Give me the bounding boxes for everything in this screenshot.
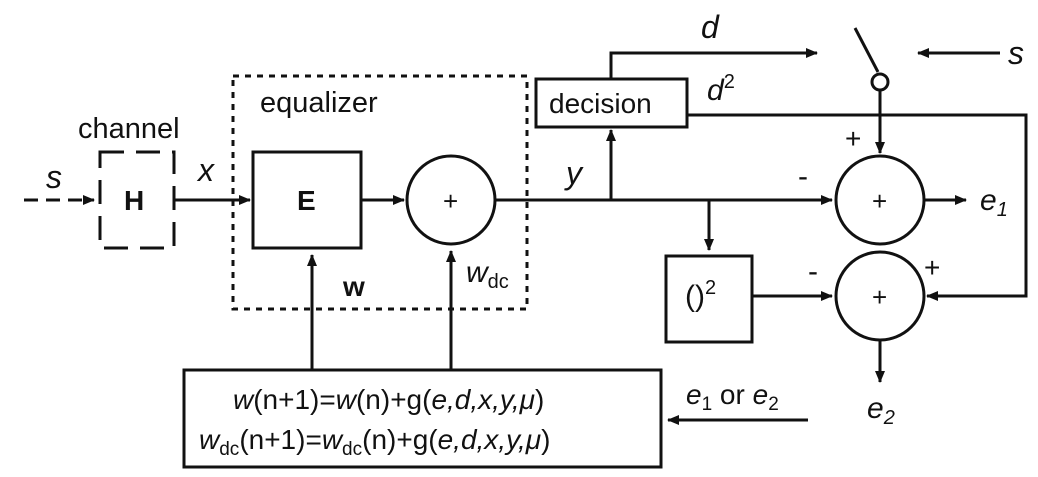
s-input-label: s bbox=[46, 159, 62, 195]
h-label: H bbox=[124, 185, 144, 216]
d2-arrow bbox=[687, 113, 1028, 301]
d-label: d bbox=[701, 9, 720, 45]
channel-label: channel bbox=[78, 113, 180, 145]
error-input-label: e1 or e2 bbox=[686, 379, 779, 415]
square-label: ()2 bbox=[685, 277, 716, 313]
bottom-sum-sign: + bbox=[872, 282, 887, 312]
switch-blade bbox=[853, 27, 880, 73]
d-arrow bbox=[609, 48, 818, 79]
s-switch-label: s bbox=[1008, 35, 1024, 71]
update-box bbox=[182, 368, 663, 469]
bottom-plus-sign: + bbox=[924, 252, 940, 283]
e1-label: e1 bbox=[980, 184, 1008, 221]
equalizer-label: equalizer bbox=[260, 87, 378, 119]
w-label: w bbox=[342, 271, 365, 302]
main-sum-sign: + bbox=[443, 186, 458, 216]
update-equation-wdc: wdc(n+1)=wdc(n)+g(e,d,x,y,μ) bbox=[199, 424, 550, 460]
top-minus-sign: - bbox=[798, 160, 808, 193]
e2-label: e2 bbox=[867, 392, 895, 429]
wdc-label: wdc bbox=[466, 256, 509, 293]
bottom-minus-sign: - bbox=[808, 255, 818, 288]
switch-pivot bbox=[870, 72, 890, 92]
top-plus-sign: + bbox=[845, 123, 861, 154]
equalizer-boundary bbox=[231, 74, 529, 311]
y-label: y bbox=[564, 155, 584, 191]
e-label: E bbox=[297, 185, 316, 216]
square-box bbox=[664, 254, 754, 344]
decision-label: decision bbox=[549, 88, 652, 119]
x-label: x bbox=[196, 152, 215, 188]
d2-label: d2 bbox=[707, 71, 735, 107]
top-sum-sign: + bbox=[872, 186, 887, 216]
update-equation-w: w(n+1)=w(n)+g(e,d,x,y,μ) bbox=[233, 384, 544, 415]
